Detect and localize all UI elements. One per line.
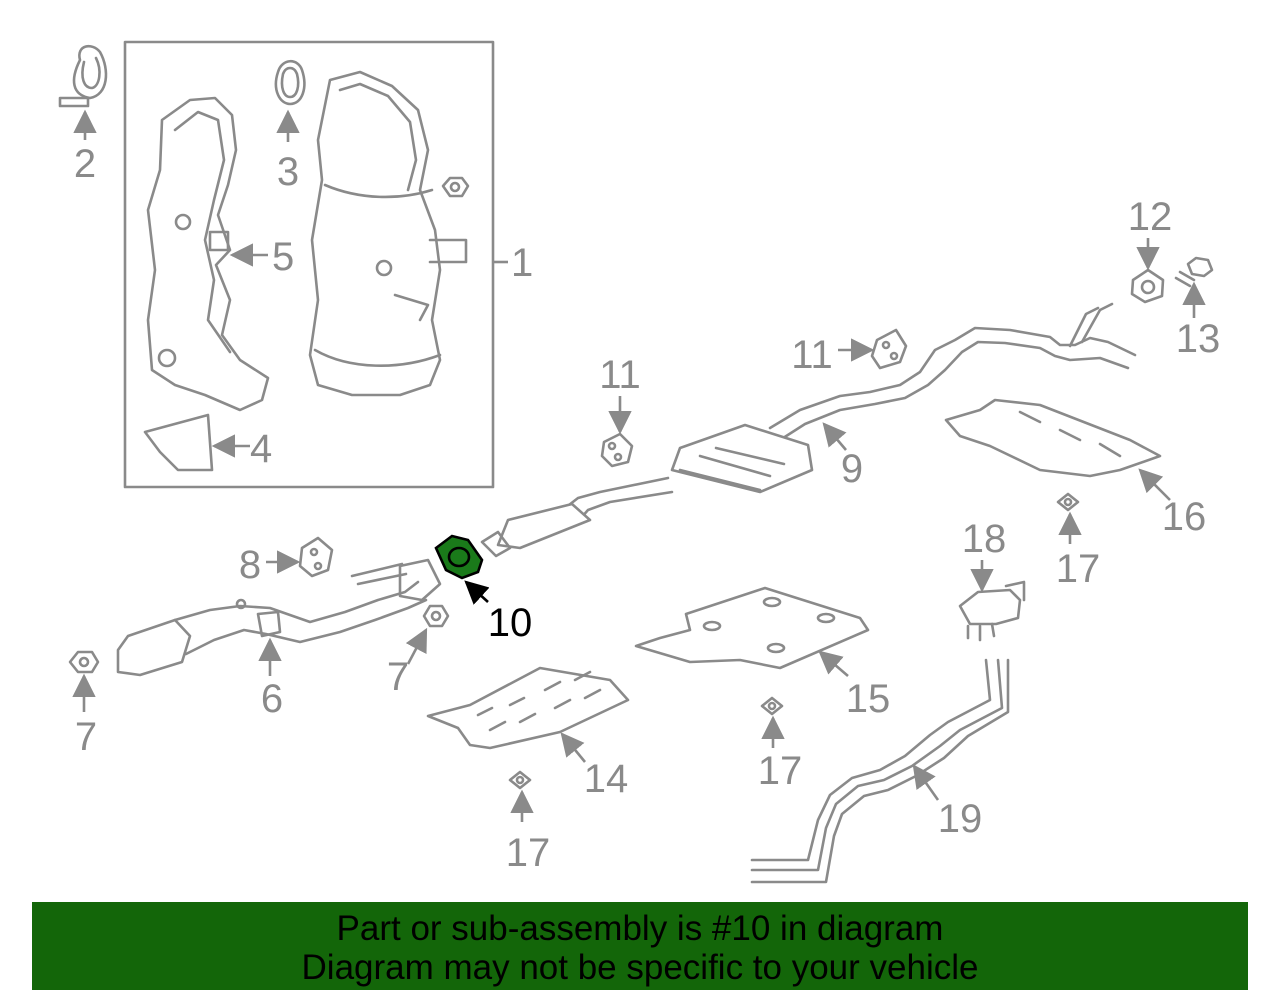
assembly-box bbox=[123, 40, 495, 489]
part-18-sensor[interactable] bbox=[958, 580, 1026, 642]
part-9-muffler-pipe[interactable] bbox=[480, 302, 1137, 558]
part-14-shield[interactable] bbox=[426, 666, 630, 750]
callout-15: 15 bbox=[846, 677, 891, 721]
part-12-gasket[interactable] bbox=[1130, 268, 1165, 304]
callout-17-right: 17 bbox=[1056, 547, 1101, 591]
part-17-pin-right[interactable] bbox=[1056, 492, 1080, 512]
part-16-shield[interactable] bbox=[944, 398, 1162, 478]
nut-part-7-left bbox=[68, 650, 100, 674]
callout-8: 8 bbox=[239, 543, 261, 587]
callout-11-middle: 11 bbox=[599, 353, 641, 397]
callout-9: 9 bbox=[841, 447, 863, 491]
callout-14: 14 bbox=[584, 757, 629, 801]
part-5-heat-shield[interactable] bbox=[146, 96, 270, 412]
part-6-front-pipe[interactable] bbox=[116, 558, 442, 677]
banner-line-2: Diagram may not be specific to your vehi… bbox=[301, 948, 979, 987]
callout-16: 16 bbox=[1162, 495, 1207, 539]
callout-12: 12 bbox=[1128, 195, 1173, 239]
callout-2: 2 bbox=[74, 142, 96, 186]
part-19-tubes[interactable] bbox=[750, 658, 1010, 884]
part-1-catalytic-converter[interactable] bbox=[308, 70, 468, 397]
banner-line-1: Part or sub-assembly is #10 in diagram bbox=[336, 909, 944, 948]
part-11-hanger-middle[interactable] bbox=[600, 432, 634, 468]
part-3-gasket[interactable] bbox=[274, 59, 306, 106]
callout-7-middle: 7 bbox=[387, 655, 409, 699]
callout-5: 5 bbox=[272, 235, 294, 279]
callout-13: 13 bbox=[1176, 317, 1221, 361]
callout-10: 10 bbox=[488, 601, 533, 645]
callout-17-left: 17 bbox=[506, 831, 551, 875]
exhaust-parts-diagram: 2 3 5 4 1 12 bbox=[58, 40, 1221, 884]
part-2-clamp[interactable] bbox=[58, 44, 108, 108]
callout-17-middle: 17 bbox=[758, 749, 803, 793]
callout-1: 1 bbox=[511, 241, 533, 285]
part-8-hanger[interactable] bbox=[298, 536, 334, 578]
part-4-small-shield[interactable] bbox=[143, 413, 214, 472]
callout-6: 6 bbox=[261, 677, 283, 721]
nut-part-7-middle bbox=[422, 604, 450, 628]
part-11-hanger-upper[interactable] bbox=[870, 328, 908, 370]
callout-7-left: 7 bbox=[75, 715, 97, 759]
callout-3: 3 bbox=[277, 150, 299, 194]
callout-11-upper: 11 bbox=[791, 333, 833, 377]
callout-18: 18 bbox=[962, 517, 1007, 561]
part-15-shield[interactable] bbox=[634, 586, 870, 670]
part-10-gasket-highlighted[interactable] bbox=[434, 534, 484, 580]
callout-19: 19 bbox=[938, 797, 983, 841]
part-13-bolt[interactable] bbox=[1174, 256, 1214, 288]
info-banner: Part or sub-assembly is #10 in diagram D… bbox=[32, 902, 1248, 990]
part-17-pin-left[interactable] bbox=[508, 770, 532, 790]
part-17-pin-middle[interactable] bbox=[760, 696, 784, 716]
nut-part-1 bbox=[441, 176, 470, 198]
callout-4: 4 bbox=[250, 427, 272, 471]
